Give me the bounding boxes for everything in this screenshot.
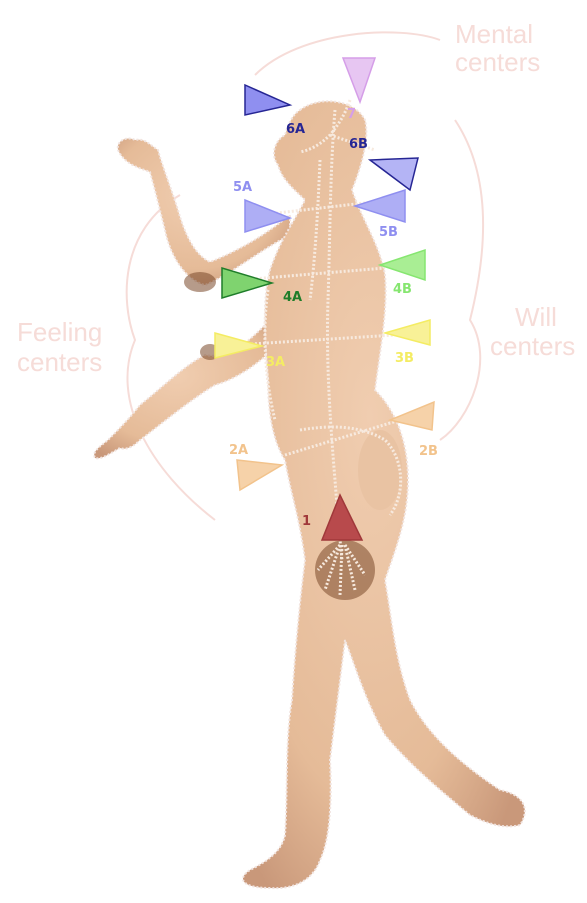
chakra-4B-label: 4B bbox=[393, 282, 412, 297]
centers-word: centers bbox=[490, 331, 575, 361]
chakra-4B-cone bbox=[380, 250, 425, 280]
lower-arm bbox=[94, 320, 278, 458]
human-figure bbox=[94, 101, 525, 888]
chakra-4A-label: 4A bbox=[283, 290, 302, 305]
chakra-3B-cone bbox=[385, 320, 430, 345]
buttock-shading bbox=[358, 430, 402, 510]
chakra-2B-label: 2B bbox=[419, 444, 438, 459]
chakra-7-label: 7 bbox=[347, 107, 356, 122]
chakra-6B-label: 6B bbox=[349, 137, 368, 152]
will-word: Will bbox=[515, 302, 557, 332]
will-bracket bbox=[440, 120, 483, 440]
chakra-4A-cone bbox=[222, 268, 272, 298]
chakra-5B-label: 5B bbox=[379, 225, 398, 240]
groin-shadow bbox=[315, 540, 375, 600]
mental-centers-label: Mental centers bbox=[455, 19, 540, 77]
chakra-6A-cone bbox=[245, 85, 290, 115]
chakra-1-label: 1 bbox=[302, 514, 311, 529]
mental-word: Mental bbox=[455, 19, 533, 49]
chakra-6B-cone bbox=[370, 158, 418, 190]
feeling-centers-label: Feeling centers bbox=[17, 317, 102, 377]
chakra-6A-label: 6A bbox=[286, 122, 305, 137]
chakra-3A-label: 3A bbox=[266, 355, 285, 370]
will-centers-label: Will centers bbox=[490, 302, 575, 361]
centers-word: centers bbox=[455, 47, 540, 77]
chakra-2A-cone bbox=[237, 460, 282, 490]
feeling-word: Feeling bbox=[17, 317, 102, 347]
chakra-5A-label: 5A bbox=[233, 180, 252, 195]
elbow-shadow bbox=[184, 272, 216, 292]
centers-word: centers bbox=[17, 347, 102, 377]
chakra-2A-label: 2A bbox=[229, 443, 248, 458]
chakra-3B-label: 3B bbox=[395, 351, 414, 366]
chakra-7-cone bbox=[343, 58, 375, 102]
